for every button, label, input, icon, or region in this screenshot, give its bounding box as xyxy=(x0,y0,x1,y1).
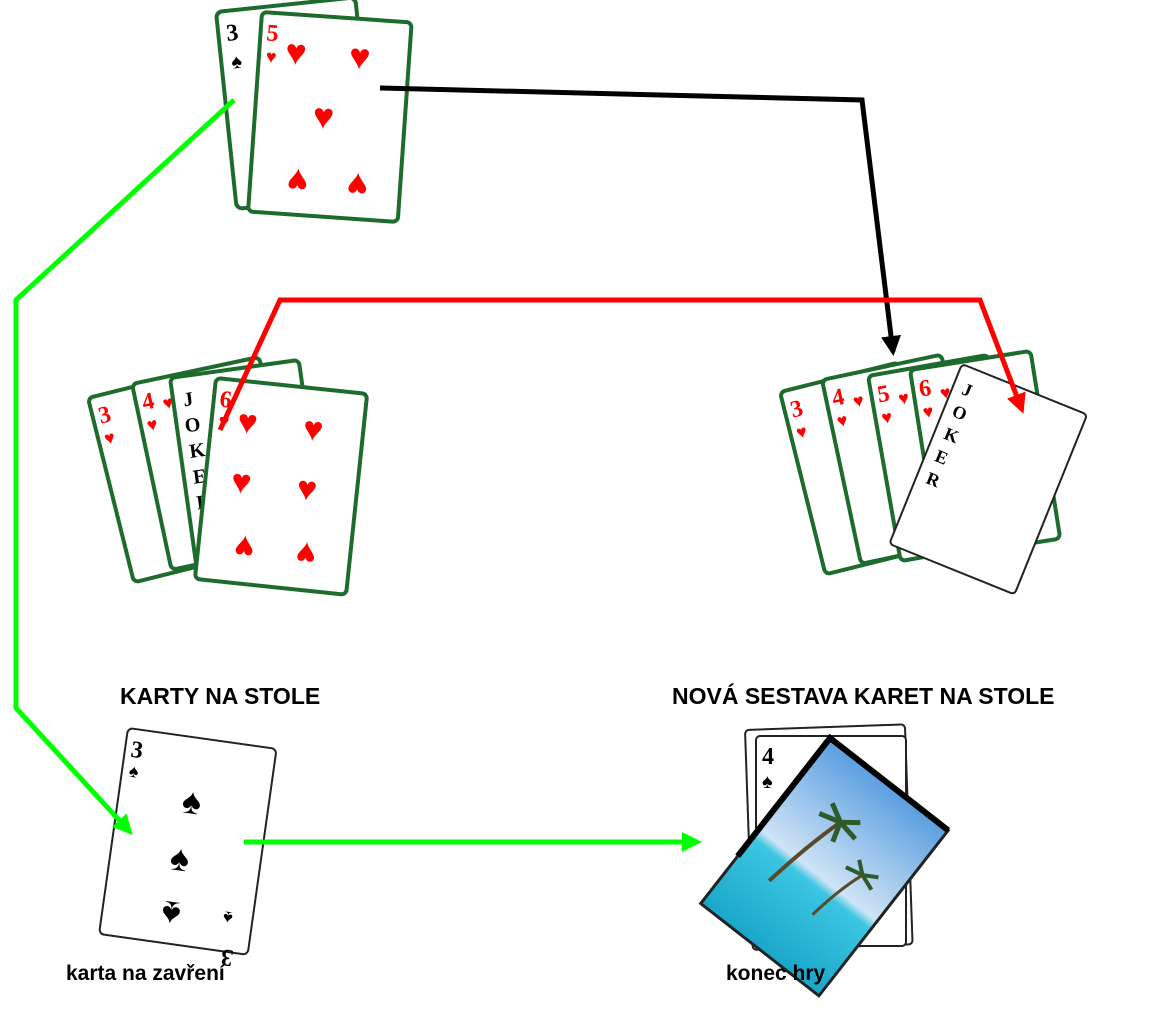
table-cards-group: 3 ♥ 4 ♥ ♥ J O K E R 6 ♥ ♥ ♥ ♥ ♥ ♥ ♥ xyxy=(88,357,367,595)
heart-suit-icon: ♥ xyxy=(345,164,369,206)
label-closing-card: karta na zavření xyxy=(66,962,225,986)
card-five-hearts-top: 5 ♥ ♥ ♥ ♥ ♥ ♥ xyxy=(248,12,412,222)
game-end-pile: 4 ♠ ♠ xyxy=(701,724,948,995)
heart-suit-icon: ♥ xyxy=(348,35,372,77)
heart-suit-icon: ♥ xyxy=(301,409,325,449)
new-set-group: 3 ♥ 4 ♥ ♥ 5 ♥ ♥ 6 ♥ ♥ J O K E R xyxy=(780,351,1087,595)
arrow-black-to-new-set xyxy=(380,88,893,352)
heart-suit-icon: ♥ xyxy=(265,46,277,67)
heart-suit-icon: ♥ xyxy=(284,31,308,73)
heart-suit-icon: ♥ xyxy=(229,462,253,502)
heart-suit-icon: ♥ xyxy=(294,533,318,573)
spade-suit-icon: ♠ xyxy=(762,771,773,793)
heart-suit-icon: ♥ xyxy=(232,527,256,567)
heart-suit-icon: ♥ xyxy=(236,403,260,443)
card-six-hearts-left: 6 ♥ ♥ ♥ ♥ ♥ ♥ ♥ xyxy=(195,378,367,595)
joker-letter: O xyxy=(183,413,201,437)
heart-suit-icon: ♥ xyxy=(311,95,335,137)
card-rank: 5 xyxy=(266,20,280,47)
label-new-set: NOVÁ SESTAVA KARET NA STOLE xyxy=(672,683,1055,710)
label-table-cards: KARTY NA STOLE xyxy=(120,683,320,710)
top-card-stack: 3 ♠ 5 ♥ ♥ ♥ ♥ ♥ ♥ xyxy=(216,0,412,222)
card-rank: 4 xyxy=(762,744,774,770)
closing-card: 3 ♠ ♠ ♠ ♠ ♠ 3 xyxy=(97,728,277,973)
heart-suit-icon: ♥ xyxy=(295,469,319,509)
picture-card xyxy=(701,738,948,996)
label-game-end: konec hry xyxy=(726,962,825,986)
heart-suit-icon: ♥ xyxy=(285,160,309,202)
